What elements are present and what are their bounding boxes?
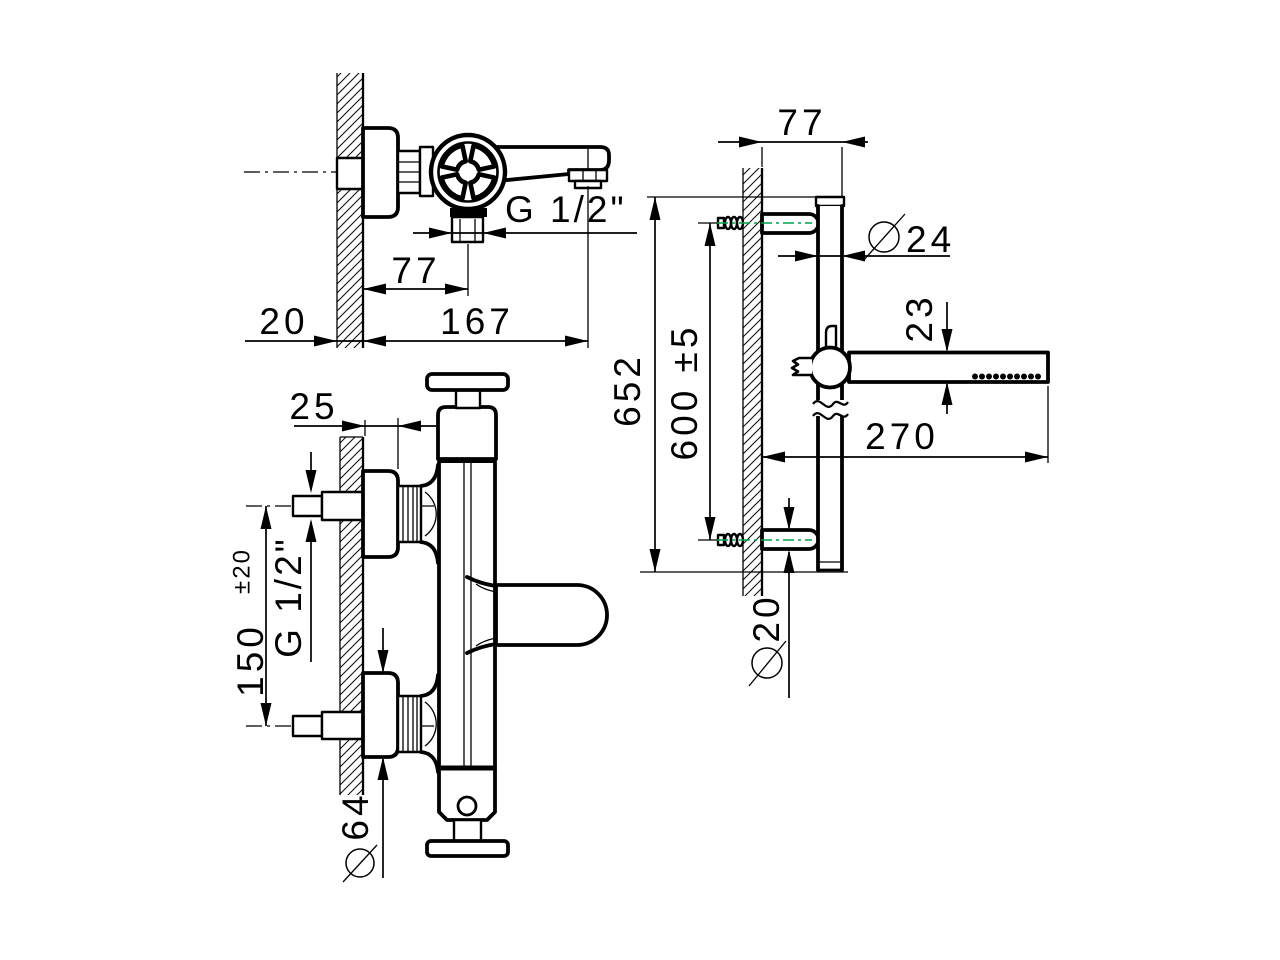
diverter-button — [456, 795, 478, 817]
label-outlet-thread: G 1/2" — [505, 189, 627, 230]
side-view-mixer: 25 G 1/2" 150 ±20 64 — [228, 372, 609, 883]
wall-section-rail-view — [742, 168, 764, 596]
dim-reach-270: 270 — [762, 386, 1049, 463]
wall-section-top-view — [336, 73, 365, 348]
dim-handshower-diameter-23: 23 — [899, 293, 953, 414]
dim-outlet-thread: G 1/2" — [413, 189, 637, 239]
label-20-rail: 20 — [746, 593, 787, 642]
label-64: 64 — [335, 791, 376, 840]
wheel-handle — [428, 132, 508, 212]
upper-inlet-union — [291, 463, 440, 565]
rail-top-cap — [814, 195, 846, 208]
dim-escutcheon-depth-25: 25 — [289, 386, 436, 469]
dim-rail-diameter-24: 24 — [778, 213, 955, 262]
mixer-body — [437, 460, 497, 770]
slider-lock-lever — [824, 324, 838, 352]
label-25: 25 — [289, 386, 338, 427]
slider-assembly — [790, 324, 1050, 390]
dim-inlet-spacing-150: 150 ±20 — [228, 506, 272, 726]
flow-handle-bottom — [425, 839, 510, 858]
temperature-handle-top — [425, 372, 510, 463]
label-20: 20 — [259, 301, 308, 342]
hose-outlet-stub — [450, 215, 485, 244]
dim-bracket-diameter-20: 20 — [746, 498, 795, 698]
dim-escutcheon-diameter-64: 64 — [335, 628, 389, 883]
diameter-symbol-24 — [862, 213, 906, 262]
label-inlet-thread: G 1/2" — [268, 536, 309, 658]
lower-escutcheon — [361, 671, 400, 759]
aerator — [567, 168, 609, 183]
wall-section-side-view — [339, 436, 365, 795]
rail-view: 77 24 23 270 — [607, 102, 1050, 698]
dim-bracket-spacing-600: 600 ±5 — [664, 223, 716, 540]
bath-spout-side — [465, 575, 609, 655]
label-600: 600 ±5 — [664, 324, 705, 461]
slider-holder — [808, 345, 852, 390]
cartridge-housing — [436, 405, 498, 461]
holder-clip — [790, 356, 812, 377]
handle-base-band — [450, 208, 487, 217]
label-652: 652 — [607, 353, 648, 427]
label-24: 24 — [906, 219, 955, 260]
dim-overall-height-652: 652 — [607, 197, 661, 572]
diameter-symbol-64 — [342, 844, 378, 883]
label-150-tolerance: ±20 — [228, 548, 255, 594]
diameter-symbol-20 — [748, 640, 787, 687]
label-270: 270 — [865, 416, 939, 457]
label-150: 150 — [230, 623, 271, 697]
label-167: 167 — [440, 301, 514, 342]
label-77-rail: 77 — [777, 102, 826, 143]
label-77-top: 77 — [391, 250, 440, 291]
dim-inlet-thread: G 1/2" — [268, 452, 317, 662]
handshower-nozzles — [972, 373, 1041, 380]
threaded-adapter — [396, 145, 435, 198]
bath-spout-plan — [495, 145, 611, 190]
dim-handle-offset-77: 77 — [363, 244, 469, 296]
escutcheon-top-view — [361, 126, 400, 219]
dim-wall-offset-77: 77 — [718, 102, 868, 196]
upper-escutcheon — [361, 469, 400, 559]
top-view-bath-spout: G 1/2" 77 20 167 — [244, 73, 637, 348]
label-23: 23 — [899, 293, 940, 342]
diverter-block — [425, 765, 510, 858]
lower-inlet-union — [291, 671, 440, 774]
rail-break — [812, 400, 849, 420]
wall-connection-top — [335, 156, 365, 191]
dim-spout-reach-167-and-wall-20: 20 167 — [245, 186, 589, 348]
